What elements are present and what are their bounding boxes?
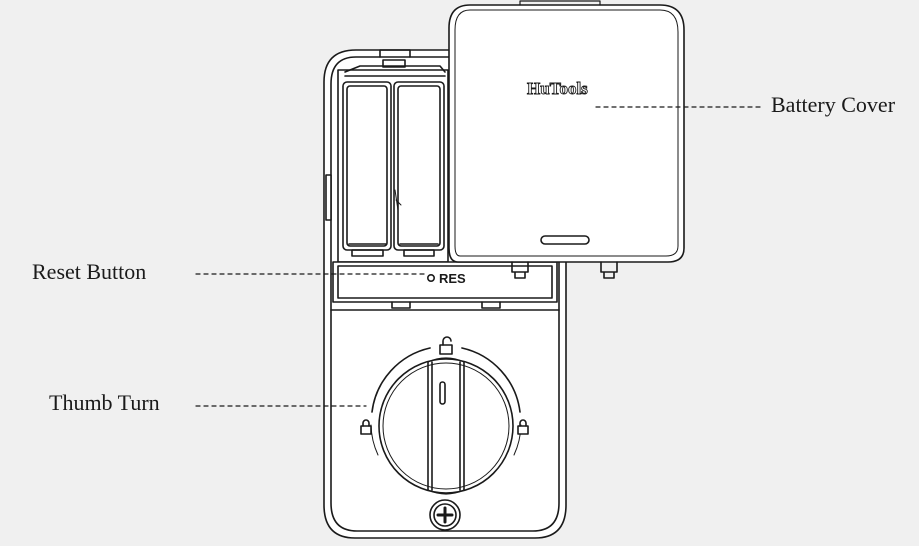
reset-button[interactable] (426, 273, 435, 282)
battery-cover-inner-edge (454, 9, 679, 257)
screw-icon (429, 499, 461, 531)
battery-cover-top-tab (519, 0, 601, 6)
thumb-turn-knob[interactable] (378, 358, 514, 494)
thumb-turn-indicator (439, 381, 446, 405)
lock-icon-left (360, 419, 372, 435)
callout-thumb-turn: Thumb Turn (49, 390, 160, 415)
thumb-turn-grip-caps (427, 357, 465, 495)
reset-panel-inner (337, 265, 553, 299)
thumb-turn-grip[interactable] (427, 361, 465, 491)
reset-marking: RES (439, 271, 466, 286)
brand-logo-text: HuTools (527, 79, 588, 98)
battery-right (393, 81, 445, 257)
unlock-icon (439, 336, 453, 355)
thumb-turn-knob-rim (382, 362, 510, 490)
lock-icon-right (517, 419, 529, 435)
reset-panel (332, 261, 558, 303)
reset-panel-tabs (391, 301, 501, 309)
battery-cover (448, 4, 685, 263)
callout-battery-cover: Battery Cover (771, 92, 896, 117)
top-clip (382, 59, 406, 68)
thumb-turn-assembly (360, 336, 529, 495)
compartment-top-ridge (344, 65, 446, 77)
battery-left (342, 81, 392, 257)
side-notch (325, 174, 332, 221)
battery-cover-slot[interactable] (540, 235, 590, 245)
cover-latch-left (511, 261, 529, 279)
turn-arc-right (461, 347, 521, 413)
cover-latch-right (600, 261, 618, 279)
callout-reset-button: Reset Button (32, 259, 147, 284)
turn-arc-left (371, 347, 431, 413)
top-hinge (379, 49, 411, 58)
